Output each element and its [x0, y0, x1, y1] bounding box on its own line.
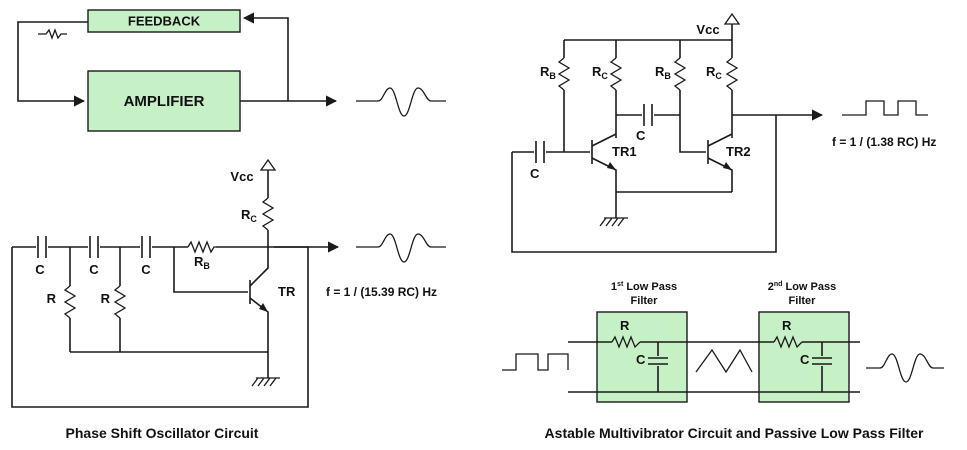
r1-label: R: [47, 291, 57, 306]
capacitor-c3: [141, 236, 151, 258]
filter-sine-output: [866, 353, 944, 383]
rc1-label: RC: [592, 64, 608, 81]
filter2-title-line2: Filter: [789, 295, 817, 307]
rb2-bottom: [679, 90, 706, 153]
sine-output-wave: [356, 87, 446, 117]
filter2-resistor: [773, 335, 803, 349]
capacitor-c1: [37, 236, 47, 258]
c2-label: C: [89, 262, 99, 277]
transistor-tr2: [707, 133, 733, 192]
filter2-title: 2nd Low Pass: [768, 281, 836, 293]
astable-vcc-icon: [723, 12, 741, 25]
filter-input-square-wave: [502, 353, 569, 371]
noise-squiggle: [38, 28, 67, 40]
rb1-label: RB: [540, 64, 556, 81]
filter1-box: [596, 311, 688, 403]
rb2-resistor: [673, 57, 687, 91]
phase-ground-icon: [251, 377, 280, 387]
tr1-label: TR1: [612, 144, 637, 159]
filter1-title: 1st Low Pass: [611, 281, 677, 293]
filter1-resistor: [611, 335, 641, 349]
capacitor-cmid: [643, 104, 653, 126]
filter2-c-label: C: [800, 352, 810, 367]
transistor-tr: [249, 247, 269, 378]
cleft-label: C: [530, 166, 540, 181]
c1-label: C: [35, 262, 45, 277]
astable-outer-loop: [511, 115, 777, 253]
rb2-label: RB: [655, 64, 671, 81]
c3-label: C: [141, 262, 151, 277]
phase-shift-oscillator: C C C RB R R TR Vcc RC: [11, 158, 446, 441]
phase-outer-loop: [11, 246, 309, 408]
phase-formula: f = 1 / (15.39 RC) Hz: [326, 285, 437, 299]
feedback-input-wire: [17, 21, 88, 107]
filter2-capacitor: [812, 342, 832, 392]
r2-resistor: [113, 285, 127, 319]
low-pass-filters: 1st Low Pass Filter 2nd Low Pass Filter …: [502, 281, 944, 441]
feedback-loop: FEEDBACK AMPLIFIER: [17, 9, 446, 132]
filter1-title-line2: Filter: [631, 295, 659, 307]
astable-multivibrator: Vcc RB RC RB RC C C: [511, 12, 936, 253]
rc-resistor: [261, 197, 275, 231]
rc1-resistor: [609, 57, 623, 91]
filter1-c-label: C: [636, 352, 646, 367]
filter1-r-label: R: [620, 318, 630, 333]
tr2-label: TR2: [726, 144, 751, 159]
phase-caption: Phase Shift Oscillator Circuit: [66, 425, 259, 441]
astable-caption: Astable Multivibrator Circuit and Passiv…: [545, 425, 924, 441]
rb1-resistor: [557, 57, 571, 91]
capacitor-cleft: [535, 141, 545, 163]
amplifier-label: AMPLIFIER: [124, 93, 205, 110]
capacitor-c2: [89, 236, 99, 258]
phase-sine-output: [356, 233, 446, 263]
filter2-r-label: R: [782, 318, 792, 333]
cmid-label: C: [636, 128, 646, 143]
r2-label: R: [101, 291, 111, 306]
rc2-resistor: [725, 57, 739, 91]
transistor-tr1: [591, 133, 617, 192]
base-wire: [173, 247, 248, 293]
feedback-return-wire: [242, 12, 289, 101]
astable-formula: f = 1 / (1.38 RC) Hz: [832, 135, 936, 149]
square-output-wave: [842, 100, 928, 116]
astable-ground-icon: [599, 217, 628, 227]
feedback-label: FEEDBACK: [128, 14, 201, 29]
rc2-label: RC: [706, 64, 722, 81]
r1-resistor: [63, 285, 77, 319]
rb-resistor: [187, 240, 216, 254]
feedback-box: [87, 9, 241, 33]
amplifier-box: [87, 70, 241, 132]
rc-label: RC: [241, 207, 257, 224]
vcc-label: Vcc: [230, 169, 253, 184]
filter1-capacitor: [648, 342, 668, 392]
filter2-box: [758, 311, 850, 403]
rb-label: RB: [194, 254, 210, 271]
astable-vcc-label: Vcc: [696, 22, 719, 37]
triangle-wave: [695, 348, 753, 374]
vcc-arrow-icon: [259, 158, 277, 171]
tr-label: TR: [278, 284, 296, 299]
